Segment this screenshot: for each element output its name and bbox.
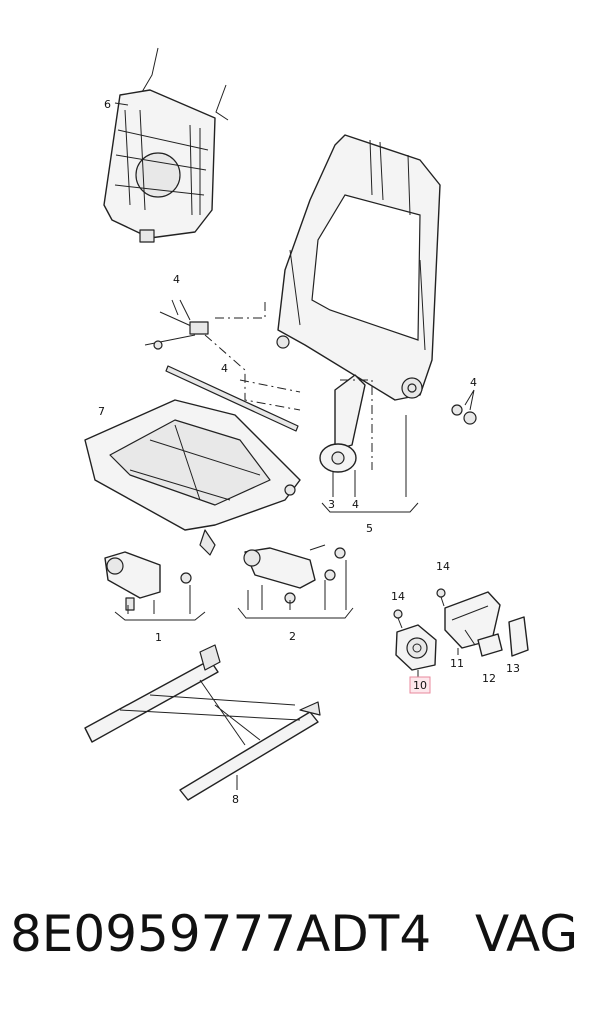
callout-1: 1 [155, 631, 162, 644]
callout-12: 12 [482, 672, 496, 685]
callout-4d: 4 [352, 498, 359, 511]
seat-motor-1 [104, 551, 192, 611]
brand-label: VAG [475, 905, 579, 963]
callout-5: 5 [366, 522, 373, 535]
callout-4b: 4 [221, 362, 228, 375]
screws-14 [393, 588, 446, 629]
seat-parts-diagram: 6 4 4 4 4 3 5 [84, 47, 529, 806]
part-number: 8E0959777ADT4 [10, 905, 432, 963]
seat-adjustment-switch [395, 624, 437, 678]
callout-10: 10 [413, 679, 427, 692]
callout-3: 3 [328, 498, 335, 511]
lumbar-support-mat [103, 47, 229, 243]
callout-4c: 4 [470, 376, 477, 389]
callout-14a: 14 [436, 560, 450, 573]
highlight-box-10 [409, 676, 431, 694]
knob-13 [508, 616, 529, 657]
callout-4a: 4 [173, 273, 180, 286]
seat-rails [84, 644, 321, 801]
knob-12 [477, 633, 503, 657]
callout-6: 6 [104, 98, 111, 111]
callout-13: 13 [506, 662, 520, 675]
callout-14b: 14 [391, 590, 405, 603]
callout-7: 7 [98, 405, 105, 418]
backrest-motor [319, 374, 373, 473]
backrest-frame [276, 134, 441, 401]
screws-and-cable [144, 299, 477, 432]
callout-11: 11 [450, 657, 464, 670]
callout-8: 8 [232, 793, 239, 806]
seat-motor-2 [243, 544, 346, 604]
seat-base-frame [84, 399, 301, 556]
callout-2: 2 [289, 630, 296, 643]
